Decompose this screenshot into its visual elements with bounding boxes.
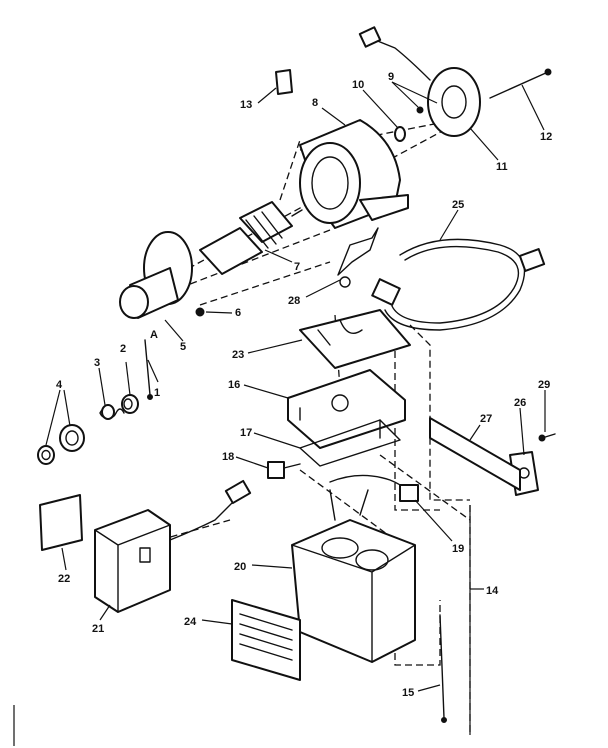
callout-25: 25 xyxy=(452,199,464,211)
screw xyxy=(538,433,556,442)
bearing-ring xyxy=(121,394,139,414)
callout-27: 27 xyxy=(480,413,492,425)
rod-short xyxy=(439,614,447,723)
pinion-gear xyxy=(37,424,85,465)
callout-4: 4 xyxy=(56,379,63,391)
battery-cover xyxy=(287,369,406,449)
clip-switch xyxy=(337,227,379,288)
gasket xyxy=(299,419,401,467)
callout-7: 7 xyxy=(294,261,300,273)
switch-plate xyxy=(299,309,411,369)
washer xyxy=(394,126,406,142)
callout-21: 21 xyxy=(92,623,104,635)
callout-5: 5 xyxy=(180,341,186,353)
shaft-pin xyxy=(144,339,153,400)
spring xyxy=(99,404,125,420)
motor-housing xyxy=(299,119,409,229)
callout-20: 20 xyxy=(234,561,246,573)
callout-labels: 1 2 3 4 5 6 7 8 9 10 11 12 13 14 15 16 1… xyxy=(56,71,552,699)
callout-15: 15 xyxy=(402,687,414,699)
charger-label xyxy=(39,494,83,551)
callout-8: 8 xyxy=(312,97,318,109)
brush-end-plate xyxy=(358,26,481,137)
callout-2: 2 xyxy=(120,343,126,355)
connector xyxy=(267,461,301,479)
callout-10: 10 xyxy=(352,79,364,91)
callout-24: 24 xyxy=(184,616,197,628)
bushing xyxy=(275,69,293,95)
callout-14: 14 xyxy=(486,585,499,597)
callout-23: 23 xyxy=(232,349,244,361)
battery-cable xyxy=(329,474,419,502)
through-bolt xyxy=(489,68,552,99)
callout-9: 9 xyxy=(388,71,394,83)
charger-cord xyxy=(169,479,252,541)
callout-22: 22 xyxy=(58,573,70,585)
battery xyxy=(291,489,416,663)
callout-17: 17 xyxy=(240,427,252,439)
callout-6: 6 xyxy=(235,307,241,319)
callout-12: 12 xyxy=(540,131,552,143)
callout-11: 11 xyxy=(496,161,508,173)
power-cord xyxy=(371,238,546,331)
callout-13: 13 xyxy=(240,99,252,111)
armature xyxy=(199,201,303,275)
callout-26: 26 xyxy=(514,397,526,409)
charger-plug-unit xyxy=(94,509,171,613)
callout-16: 16 xyxy=(228,379,240,391)
nut xyxy=(195,307,205,317)
callout-29: 29 xyxy=(538,379,550,391)
callout-18: 18 xyxy=(222,451,234,463)
callout-28: 28 xyxy=(288,295,300,307)
mounting-bracket xyxy=(429,417,521,491)
side-label-a: A xyxy=(150,329,158,341)
callout-3: 3 xyxy=(94,357,100,369)
leader-lines xyxy=(45,81,546,692)
instruction-label xyxy=(231,599,301,681)
callout-1: 1 xyxy=(154,387,160,399)
callout-19: 19 xyxy=(452,543,464,555)
motor-end-housing xyxy=(119,231,193,319)
